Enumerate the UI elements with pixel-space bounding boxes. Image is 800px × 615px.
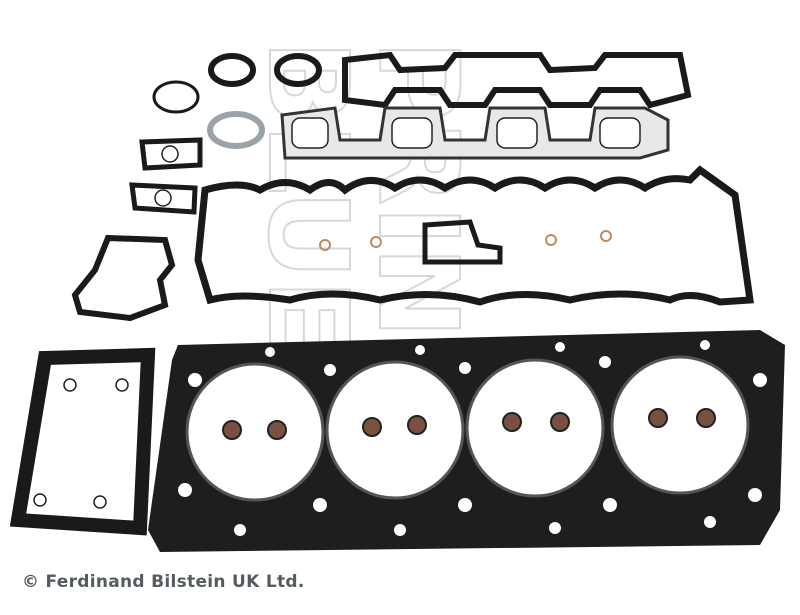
valve-cover-gasket [194,165,754,306]
pump-gasket [71,234,176,322]
manifold-gasket-upper [342,51,692,109]
o-rings [152,53,322,149]
svg-text:BLUE: BLUE [244,40,372,354]
cylinder-head-gasket [148,330,785,552]
copyright-notice: © Ferdinand Bilstein UK Ltd. [22,572,305,592]
rectangular-gasket [9,347,156,536]
small-flange-gaskets [129,137,203,215]
manifold-gasket-lower [280,106,670,160]
valve-stem-seals [222,408,716,440]
